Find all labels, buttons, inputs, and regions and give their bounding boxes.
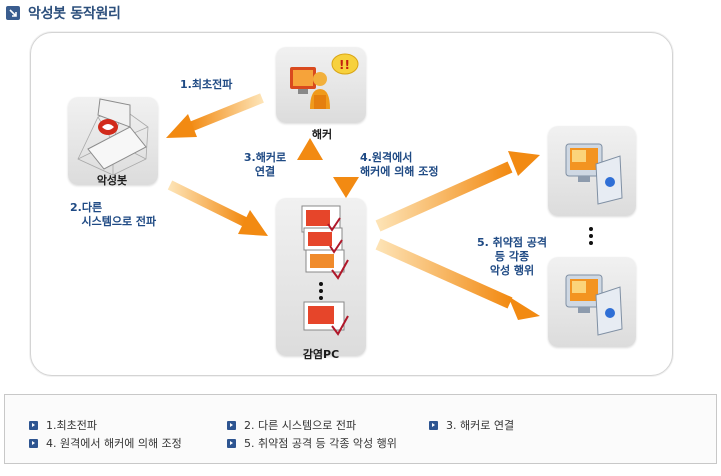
legend-item-2: 2. 다른 시스템으로 전파 (227, 417, 356, 433)
bot-label: 악성봇 (96, 174, 128, 187)
bullet-arrow-icon (29, 420, 38, 430)
bullet-arrow-icon (227, 420, 236, 430)
step-3-label: 3.해커로 연결 (243, 151, 287, 178)
legend-item-label: 1.최초전파 (46, 419, 97, 432)
legend-item-4: 4. 원격에서 해커에 의해 조정 (29, 435, 182, 451)
legend-item-1: 1.최초전파 (29, 417, 97, 433)
page-header: 악성봇 동작원리 (6, 2, 121, 24)
desktop-pc-icon (565, 274, 623, 336)
infected-pc-node (276, 198, 366, 356)
ellipsis-targets (588, 227, 594, 248)
svg-text:!!: !! (339, 58, 350, 72)
hacker-node: !! (276, 47, 366, 123)
step-4-label: 4.원격에서 해커에 의해 조정 (360, 151, 439, 178)
step-5-label: 5. 취약점 공격 등 각종 악성 행위 (476, 236, 548, 277)
page-title: 악성봇 동작원리 (28, 6, 121, 22)
bot-laptop-icon (77, 98, 149, 176)
infected-pc-stack-icon (301, 205, 349, 336)
hacker-label: 해커 (311, 128, 333, 141)
arrow-box-icon (6, 6, 20, 20)
hacker-icon: !! (290, 53, 359, 109)
legend-item-label: 3. 해커로 연결 (446, 419, 515, 432)
bullet-arrow-icon (227, 438, 236, 448)
legend-item-label: 2. 다른 시스템으로 전파 (244, 419, 357, 432)
infected-pc-label: 감염PC (302, 348, 340, 361)
legend-item-3: 3. 해커로 연결 (429, 417, 514, 433)
legend-panel: 1.최초전파 2. 다른 시스템으로 전파 3. 해커로 연결 4. 원격에서 … (4, 394, 717, 464)
step-1-label: 1.최초전파 (180, 78, 233, 91)
target-pc-bottom (548, 257, 636, 347)
legend-item-5: 5. 취약점 공격 등 각종 악성 행위 (227, 435, 397, 451)
legend-item-label: 5. 취약점 공격 등 각종 악성 행위 (244, 437, 397, 450)
target-pc-top (548, 126, 636, 216)
bot-node (68, 97, 158, 185)
legend-item-label: 4. 원격에서 해커에 의해 조정 (46, 437, 182, 450)
desktop-pc-icon (565, 143, 623, 205)
bullet-arrow-icon (29, 438, 38, 448)
ellipsis-infected (318, 282, 324, 303)
bullet-arrow-icon (429, 420, 438, 430)
step-2-label: 2.다른 시스템으로 전파 (70, 201, 157, 228)
